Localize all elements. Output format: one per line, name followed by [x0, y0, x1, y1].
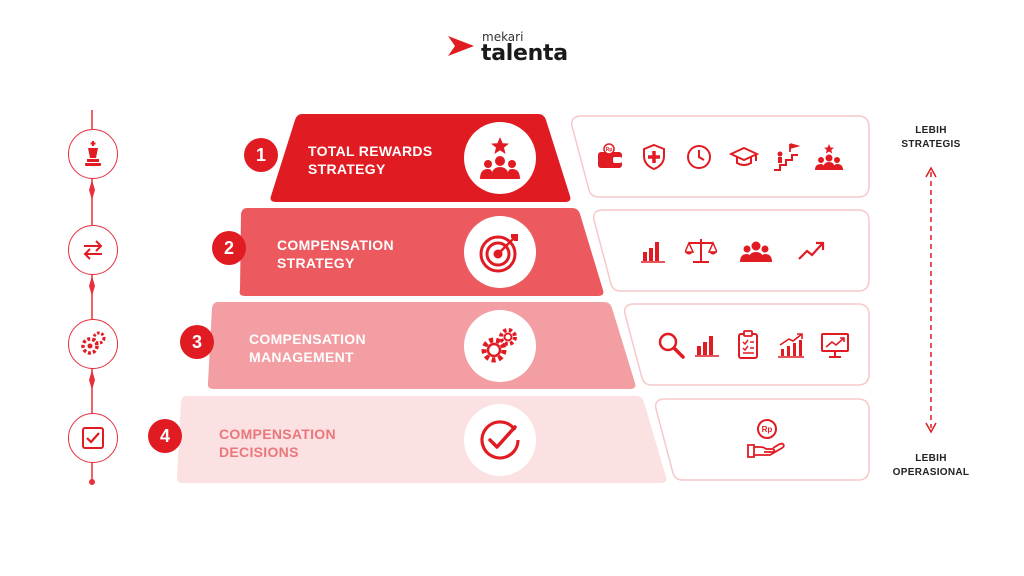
scale-bottom-label: LEBIH OPERASIONAL: [880, 452, 982, 480]
team-star-icon: [480, 137, 520, 179]
trend-up-icon: [798, 241, 825, 260]
monitor-chart-icon: [821, 333, 849, 358]
clock-icon: [687, 145, 711, 169]
step-circle-4: [68, 413, 118, 463]
icon-panel-2: [592, 209, 870, 292]
level-3-center-circle: [464, 310, 536, 382]
level-4-title-line2: DECISIONS: [219, 444, 299, 460]
level-4-title-line1: COMPENSATION: [219, 426, 336, 442]
hand-coin-rp-icon: Rp: [747, 419, 785, 458]
bar-chart-icon: [641, 242, 665, 263]
team-icon: [740, 241, 772, 262]
step-circle-1: [68, 129, 118, 179]
level-3-number: 3: [180, 325, 214, 359]
icon-panel-1: [570, 115, 870, 198]
target-icon: [479, 234, 518, 273]
scale-top-label: LEBIH STRATEGIS: [890, 124, 972, 152]
scale-top-line2: STRATEGIS: [901, 139, 961, 150]
level-3-title: COMPENSATION MANAGEMENT: [249, 330, 366, 366]
career-ladder-icon: [774, 143, 800, 171]
level-4-center-circle: [464, 404, 536, 476]
level-2-title-line1: COMPENSATION: [277, 237, 394, 253]
mekari-talenta-logo: mekari talenta: [446, 28, 586, 68]
team-icon: [815, 144, 843, 170]
wallet-rp-icon: Rp: [598, 143, 622, 168]
icon-panel-3: [623, 303, 870, 386]
level-4-number: 4: [148, 419, 182, 453]
level-2-center-circle: [464, 216, 536, 288]
level-4-title: COMPENSATION DECISIONS: [219, 425, 336, 461]
level-2-title-line2: STRATEGY: [277, 255, 355, 271]
gears-icon: [81, 331, 106, 355]
health-shield-icon: [643, 143, 665, 171]
level-2-title: COMPENSATION STRATEGY: [277, 236, 394, 272]
chess-king-icon: [85, 141, 101, 166]
bar-chart-icon: [695, 336, 719, 357]
growth-chart-icon: [778, 333, 804, 358]
hand-coin-text: Rp: [762, 425, 773, 434]
scale-bottom-line1: LEBIH: [915, 453, 947, 464]
balance-scale-icon: [685, 239, 717, 263]
level-1-number: 1: [244, 138, 278, 172]
scale-bottom-line2: OPERASIONAL: [892, 467, 970, 478]
pyramid-level-4: [176, 396, 667, 483]
level-1-center-circle: [464, 122, 536, 194]
icon-panel-4: [654, 398, 870, 481]
logo-name-text: talenta: [481, 41, 568, 66]
step-circle-3: [68, 319, 118, 369]
check-circle-icon: [480, 420, 520, 460]
level-3-title-line1: COMPENSATION: [249, 331, 366, 347]
checkbox-icon: [82, 427, 104, 449]
logo-sub-text: mekari: [482, 30, 524, 44]
level-3-title-line2: MANAGEMENT: [249, 349, 354, 365]
strategic-operational-arrow: [925, 166, 937, 434]
gears-icon: [481, 328, 517, 363]
level-1-title-line1: TOTAL REWARDS: [308, 143, 433, 159]
wallet-coin-text: Rp: [606, 147, 613, 153]
level-1-title-line2: STRATEGY: [308, 161, 386, 177]
level-2-number: 2: [212, 231, 246, 265]
level-1-title: TOTAL REWARDS STRATEGY: [308, 142, 432, 178]
step-circle-2: [68, 225, 118, 275]
logo-mark-icon: [448, 36, 474, 56]
scale-top-line1: LEBIH: [915, 125, 947, 136]
graduation-cap-icon: [729, 146, 759, 166]
swap-arrows-icon: [83, 240, 103, 260]
search-icon: [658, 332, 685, 359]
clipboard-icon: [738, 330, 758, 359]
